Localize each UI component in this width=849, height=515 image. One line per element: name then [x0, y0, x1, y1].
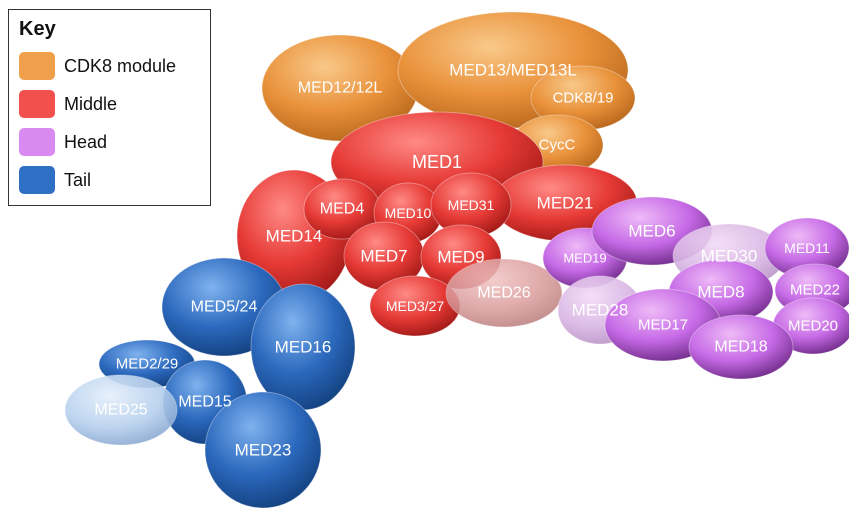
subunit-med1-label: MED1: [412, 152, 462, 172]
subunit-med22-label: MED22: [790, 282, 840, 299]
legend-swatch-tail: [19, 166, 55, 194]
subunit-med19-label: MED19: [563, 251, 606, 266]
legend-label-middle: Middle: [64, 93, 118, 114]
legend-label-head: Head: [64, 131, 108, 152]
subunit-med31-label: MED31: [448, 197, 495, 213]
legend-item-cdk8: CDK8 module: [19, 47, 200, 85]
subunit-med23-label: MED23: [235, 441, 292, 460]
subunit-med25-label: MED25: [94, 402, 147, 419]
subunit-med13-13l-label: MED13/MED13L: [449, 61, 577, 80]
subunit-med12-12l-label: MED12/12L: [298, 80, 383, 97]
subunit-med15-label: MED15: [178, 394, 231, 411]
subunit-cdk8-19-label: CDK8/19: [553, 90, 614, 107]
subunit-med5-24-label: MED5/24: [191, 299, 258, 316]
subunit-med28-label: MED28: [572, 301, 629, 320]
subunit-med11-label: MED11: [784, 240, 830, 256]
subunit-med3-27-label: MED3/27: [386, 298, 445, 314]
legend-item-tail: Tail: [19, 161, 200, 199]
subunit-med17-label: MED17: [638, 317, 688, 334]
legend-box: Key CDK8 module Middle Head Tail: [8, 9, 211, 206]
subunit-med6-label: MED6: [628, 222, 675, 241]
subunit-med8-label: MED8: [697, 283, 744, 302]
subunit-med25-shape: [64, 374, 178, 446]
legend-label-tail: Tail: [64, 169, 92, 190]
subunit-med20-label: MED20: [788, 318, 838, 335]
subunit-med18-shape: [688, 314, 794, 380]
subunit-med26-shape: [445, 258, 563, 328]
subunit-med23-shape: [204, 391, 322, 509]
legend-swatch-middle: [19, 90, 55, 118]
subunit-med18-label: MED18: [714, 339, 767, 356]
subunit-shapes: [64, 11, 849, 509]
subunit-med10-label: MED10: [385, 205, 432, 221]
subunit-med26-label: MED26: [477, 285, 530, 302]
subunit-med2-29-label: MED2/29: [116, 356, 179, 373]
legend-item-middle: Middle: [19, 85, 200, 123]
subunit-med16-label: MED16: [275, 338, 332, 357]
legend-item-head: Head: [19, 123, 200, 161]
legend-label-cdk8: CDK8 module: [64, 55, 177, 76]
legend-title: Key: [19, 18, 56, 40]
legend-swatch-head: [19, 128, 55, 156]
subunit-med7-label: MED7: [360, 247, 407, 266]
subunit-med4-label: MED4: [320, 201, 365, 218]
subunit-med21-label: MED21: [537, 194, 594, 213]
legend-swatch-cdk8: [19, 52, 55, 80]
subunit-med14-label: MED14: [266, 227, 323, 246]
subunit-med30-label: MED30: [701, 247, 758, 266]
subunit-med9-label: MED9: [437, 248, 484, 267]
subunit-cycc-label: CycC: [539, 137, 576, 154]
